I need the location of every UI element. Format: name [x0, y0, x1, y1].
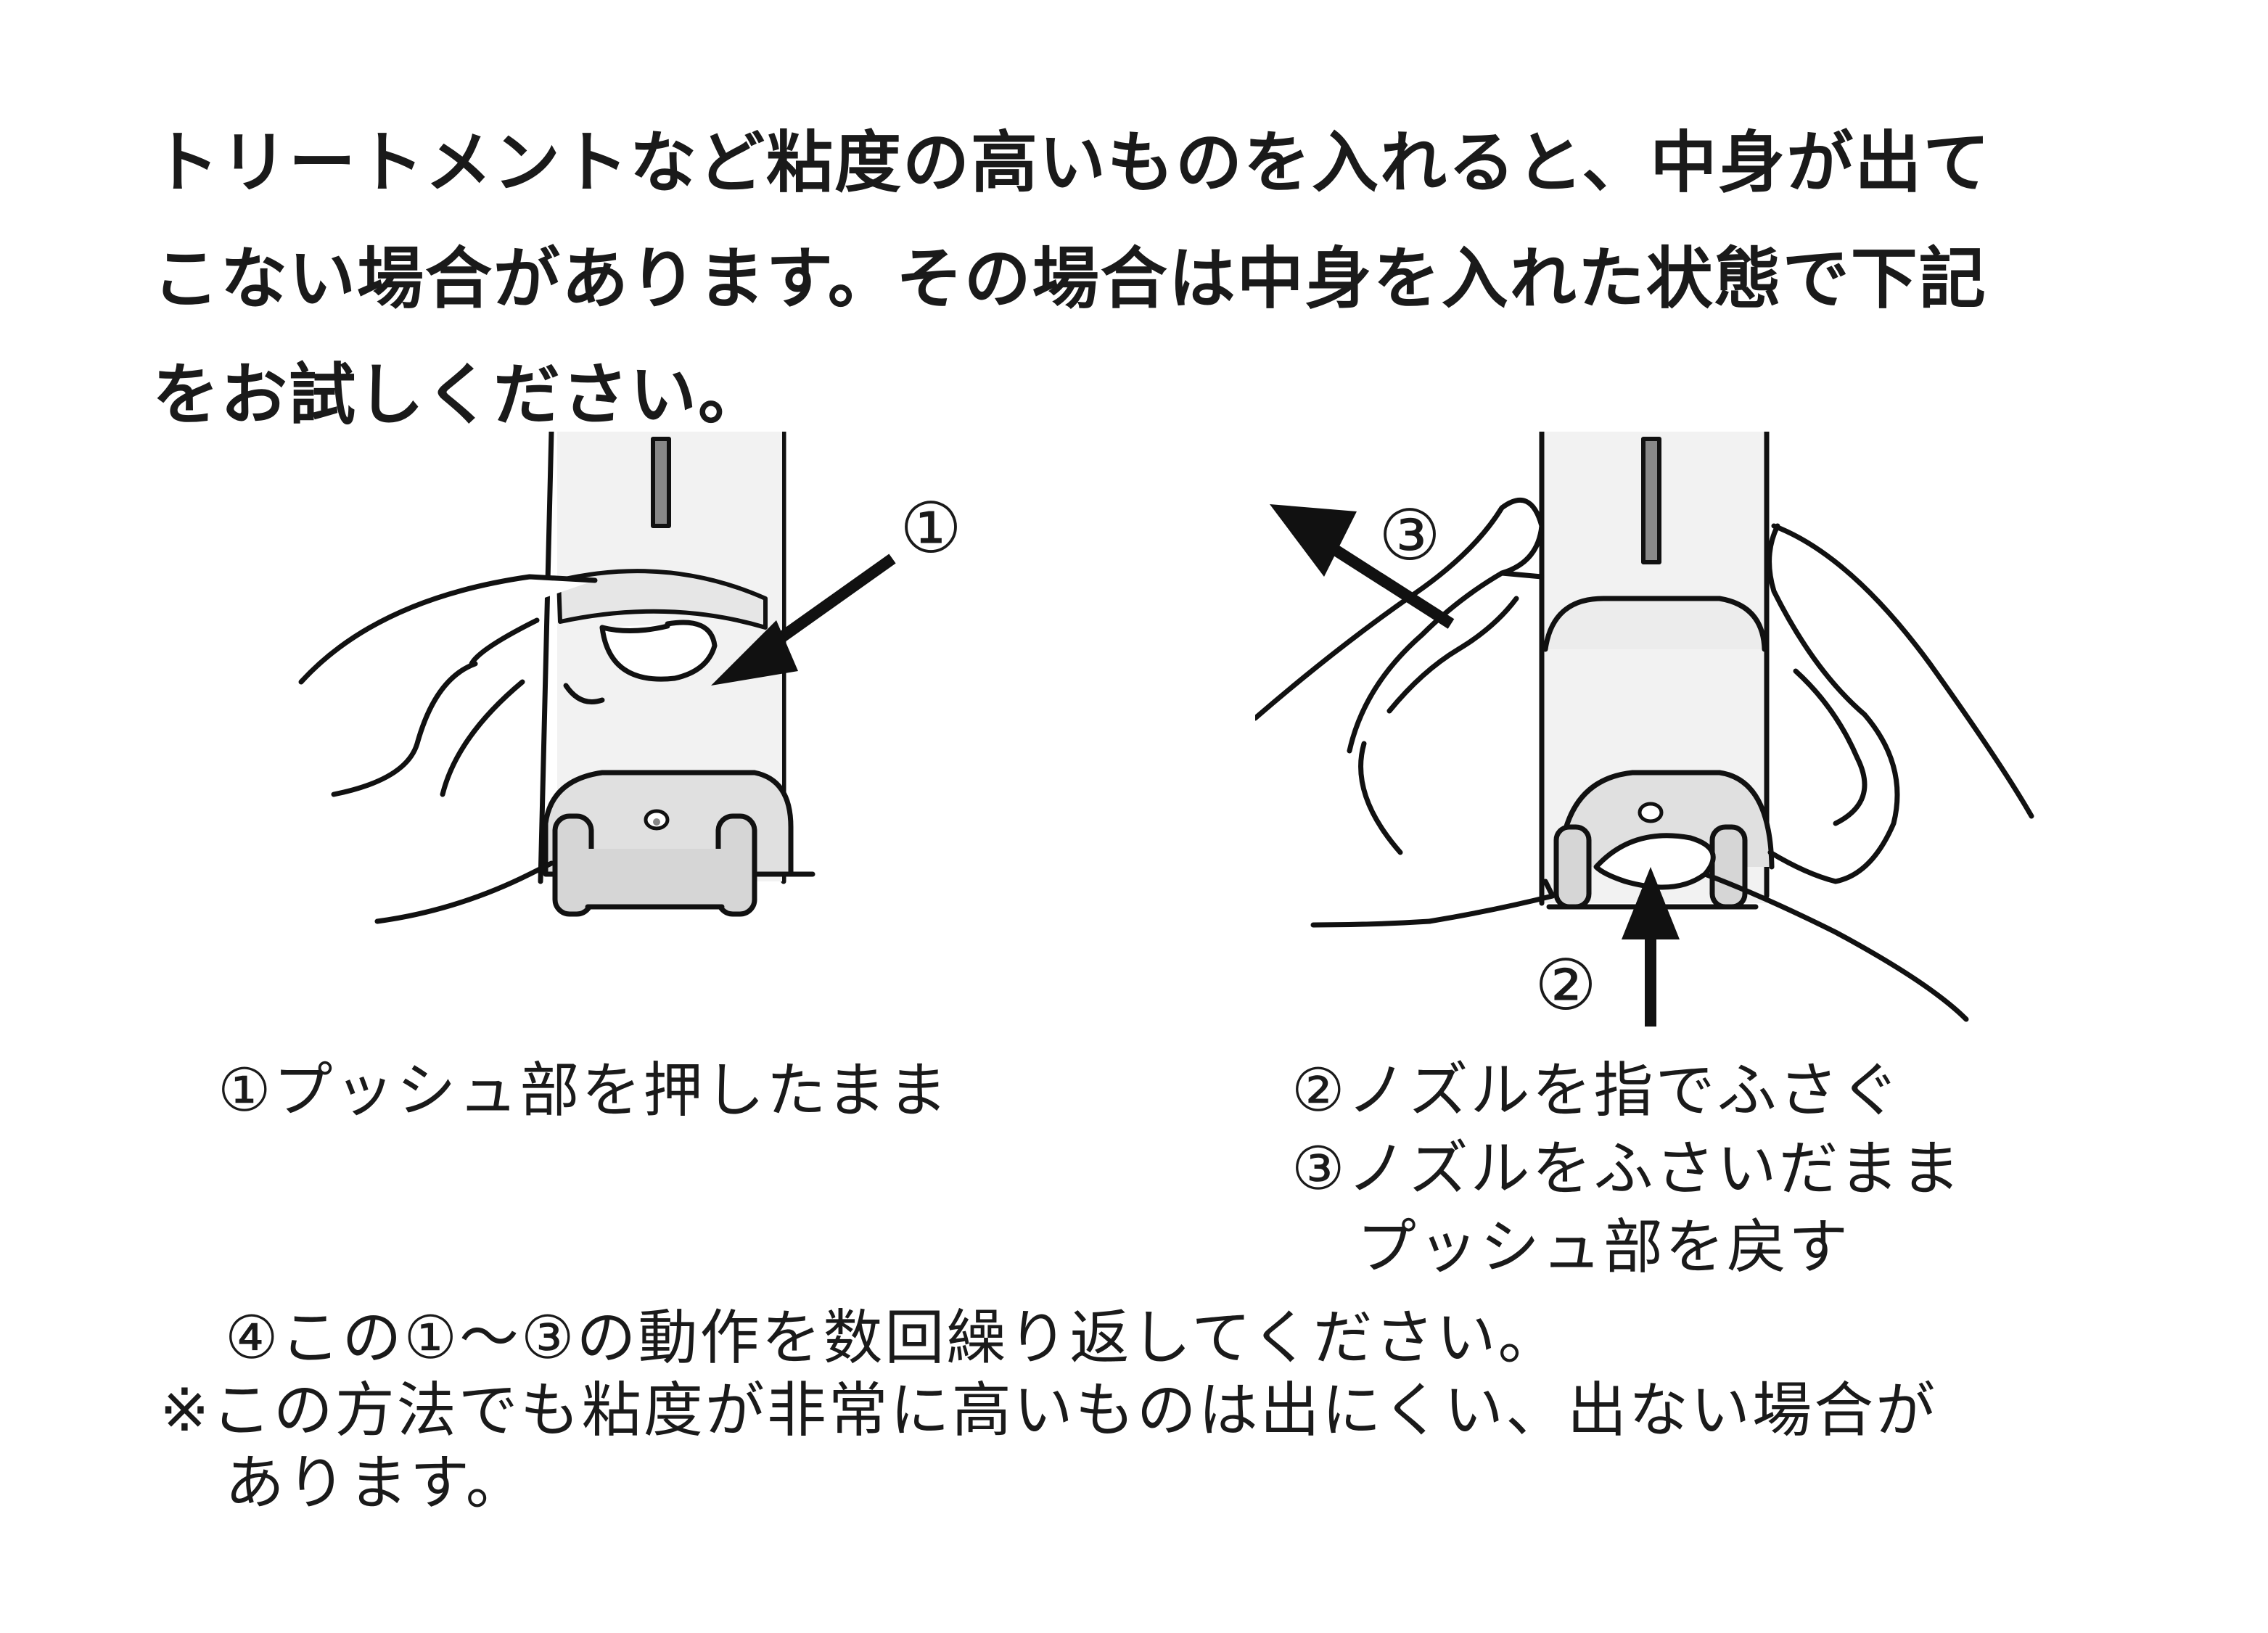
- intro-line-2: こない場合があります。その場合は中身を入れた状態で下記: [152, 240, 1987, 318]
- figure-block-nozzle: [1255, 432, 2046, 1041]
- intro-text: トリートメントなど粘度の高いものを入れると、中身が出て こない場合があります。そ…: [152, 105, 2155, 453]
- intro-line-3: をお試しください。: [152, 356, 767, 434]
- note-step-4: ④この①〜③の動作を数回繰り返してください。: [225, 1304, 1560, 1373]
- arrow-3-icon: [1270, 504, 1455, 629]
- intro-line-1: トリートメントなど粘度の高いものを入れると、中身が出て: [152, 124, 1992, 202]
- figure-press-pump: [290, 432, 1001, 954]
- marker-1-label: ①: [900, 488, 963, 569]
- caption-step-1: ①プッシュ部を押したまま: [218, 1056, 950, 1125]
- bottle-left-edge: [538, 432, 554, 884]
- press-pump-illustration: [298, 432, 896, 924]
- marker-3-label: ③: [1379, 495, 1442, 576]
- block-nozzle-illustration: [1255, 432, 2034, 1027]
- arrow-2-icon: [1622, 867, 1680, 1027]
- caption-right: ②ノズルを指でふさぐ ③ノズルをふさいだまま プッシュ部を戻す: [1291, 1052, 1963, 1287]
- caption-left: ①プッシュ部を押したまま: [218, 1052, 950, 1130]
- note-remark-line-2: あります。: [225, 1449, 527, 1518]
- notes: ④この①〜③の動作を数回繰り返してください。 ※この方法でも粘度が非常に高いもの…: [160, 1302, 1937, 1520]
- marker-2-label: ②: [1534, 945, 1598, 1026]
- caption-step-3-cont: プッシュ部を戻す: [1357, 1213, 1851, 1282]
- caption-step-3: ③ノズルをふさいだまま: [1291, 1135, 1963, 1204]
- arrow-1-icon: [711, 554, 896, 686]
- caption-step-2: ②ノズルを指でふさぐ: [1291, 1056, 1902, 1125]
- note-remark-line-1: ※この方法でも粘度が非常に高いものは出にくい、出ない場合が: [160, 1376, 1938, 1445]
